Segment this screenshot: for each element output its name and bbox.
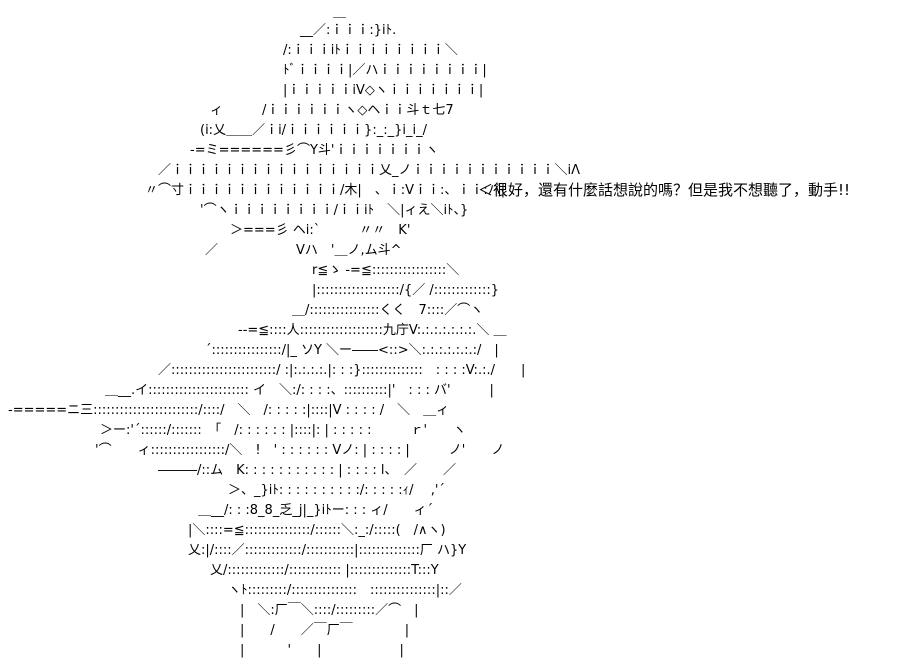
ascii-art-line: ＿/::::::::::::::::くく 7::::／⌒ヽ: [292, 303, 484, 318]
ascii-art-line: r≦ゝ -=≦:::::::::::::::::＼: [312, 263, 460, 278]
ascii-art-line: ＞===彡 ヘi:` 〃〃 K': [230, 223, 411, 238]
ascii-art-line: '⌒ヽｉｉｉｉｉｉｉｉ/ｉｉiﾄ ＼|ィえ＼iﾄ、}: [200, 203, 469, 218]
ascii-art-line: /:ｉｉｉiﾄｉｉｉｉｉｉｉｉ＼: [283, 43, 458, 58]
ascii-art-line: | / ／￣厂￣ |: [240, 623, 410, 638]
ascii-art-line: 〃⌒寸ｉｉｉｉｉｉｉｉｉｉｉｉ/木| 、ｉ:Vｉｉ:、ｉｉ:バ|: [145, 183, 506, 198]
ascii-art-line: | ' | |: [240, 643, 404, 658]
ascii-art-line: 乂:|/::::／:::::::::::::/:::::::::::|:::::…: [188, 543, 467, 558]
ascii-art-line: ＿__.イ::::::::::::::::::::::: イ ＼:/: : : …: [105, 383, 494, 398]
ascii-art-line: ＞ー:'´::::::/::::::: 「 /: : : : : : |::::…: [100, 423, 467, 438]
ascii-art-line: |ｉｉｉｉｉiV◇ヽｉｉｉｉｉｉｉ|: [283, 83, 484, 98]
ascii-art-line: '⌒ ィ:::::::::::::::::/＼ ! ' : : : : : : …: [95, 443, 505, 458]
ascii-art-line: ´::::::::::::::::/|_ ソY ＼ー――<::>＼:.:.:.:…: [205, 343, 499, 358]
ascii-art-line: --=≦::::人:::::::::::::::::::九庁V:.:.:.:.:…: [238, 323, 507, 338]
ascii-art-line: -=====ニ三::::::::::::::::::::::::/::::/ ＼…: [8, 403, 450, 418]
ascii-art-line: ／ Vハ '＿ノ,ム斗^: [205, 243, 402, 258]
ascii-art-line: ／::::::::::::::::::::::::/ :|:.:.:.:.|: …: [158, 363, 526, 378]
ascii-art-line: 乂/:::::::::::::/:::::::::::: |::::::::::…: [210, 563, 439, 578]
ascii-art-line: ―――/::ム K: : : : : : : : : : : | : : : :…: [158, 463, 456, 478]
ascii-art-line: __／:ｉｉｉ:}iﾄ.: [300, 23, 397, 38]
ascii-art-line: ＿__/: : :8_8_乏_j|_}iﾄー: : : ィ/ ィ´: [198, 503, 434, 518]
ascii-art-line: ／ｉｉｉｉｉｉｉｉｉｉｉｉｉｉｉｉ乂_ノｉｉｉｉｉｉｉｉｉｉｉ＼iΛ: [158, 163, 581, 178]
ascii-art-line: |:::::::::::::::::::/{／ /:::::::::::::}: [312, 283, 499, 298]
ascii-art-line: ィ /ｉｉｉｉｉｉヽ◇ヘｉｉ斗ｔ七7: [210, 103, 454, 118]
ascii-art-line: ＞、_}iﾄ: : : : : : : : : :/: : : : :ｨ/ ,'…: [228, 483, 445, 498]
ascii-art-line: ＿: [333, 5, 347, 20]
ascii-art-line: ﾄﾞｉｉｉｉ|／ハｉｉｉｉｉｉｉｉ|: [283, 63, 487, 78]
ascii-art-line: | ＼:厂￣＼::::/:::::::::／⌒ |: [240, 603, 419, 618]
dialogue-text: ＜很好，還有什麼話想說的嗎？但是我不想聽了，動手!!: [478, 181, 851, 199]
ascii-art-line: (i:乂＿＿／ｉi/ｉｉｉｉｉｉ}:_:_}i_i_/: [200, 123, 427, 138]
ascii-art-line: |＼::::=≦:::::::::::::::/::::::＼:_:/:::::…: [188, 523, 446, 538]
ascii-art-line: ヽﾄ:::::::::/::::::::::::::: ::::::::::::…: [228, 583, 462, 598]
ascii-art-line: -=ミ======彡⌒Y斗'ｉｉｉｉｉｉｉヽ: [190, 143, 439, 158]
